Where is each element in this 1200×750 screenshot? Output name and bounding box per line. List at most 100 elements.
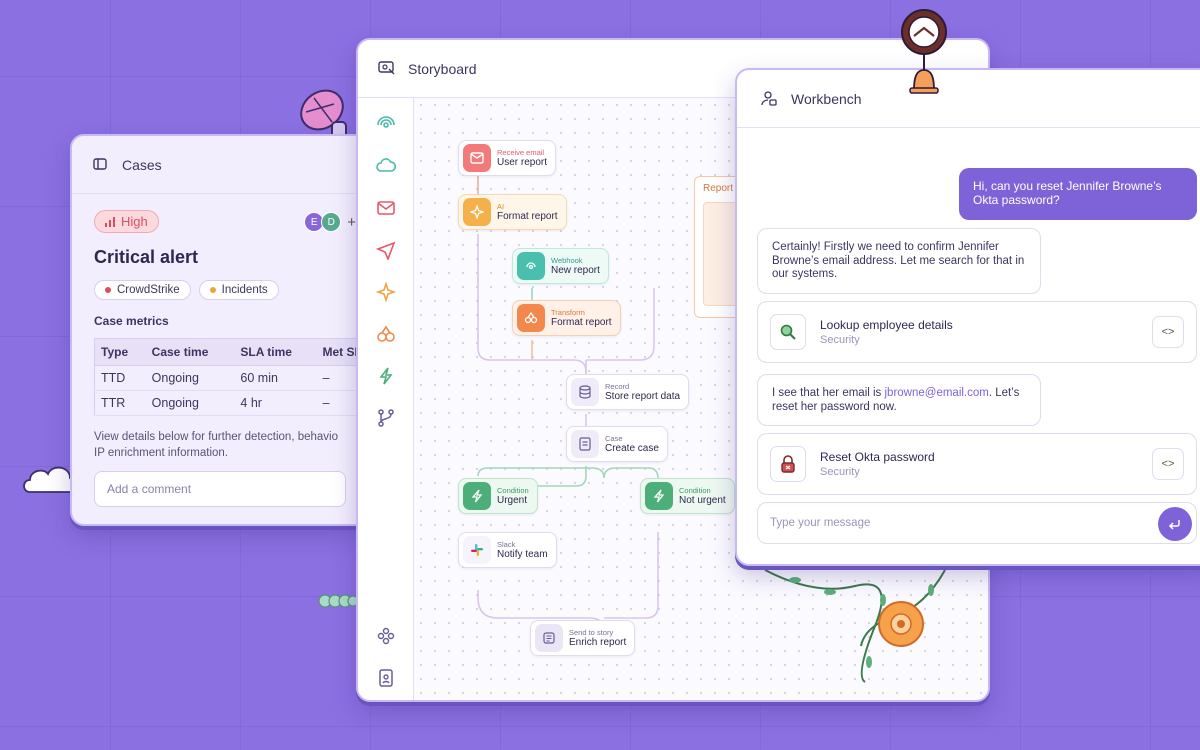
condition-icon — [645, 482, 673, 510]
return-icon — [1168, 520, 1180, 530]
email-icon[interactable] — [376, 198, 396, 218]
cases-window: Cases High E D + Critical alert CrowdStr… — [70, 134, 370, 526]
transform-icon — [517, 304, 545, 332]
report-form-label: Report form — [703, 183, 756, 194]
cloud-icon[interactable] — [376, 156, 396, 176]
action-category: Security — [820, 334, 860, 346]
group-icon[interactable] — [376, 626, 396, 646]
search-icon — [770, 314, 806, 350]
action-category: Security — [820, 466, 860, 478]
table-cell: 4 hr — [234, 390, 317, 416]
node-type: Receive email — [497, 147, 545, 157]
node-name: Enrich report — [569, 636, 627, 648]
case-title: Critical alert — [94, 247, 199, 267]
action-rail — [358, 98, 414, 700]
code-button[interactable]: <> — [1152, 316, 1184, 348]
metrics-heading: Case metrics — [94, 314, 169, 328]
node-type: Slack — [497, 539, 516, 549]
transform-icon[interactable] — [376, 324, 396, 344]
workbench-icon — [761, 90, 779, 108]
tag-crowdstrike[interactable]: CrowdStrike — [94, 280, 191, 300]
node-name: Format report — [497, 210, 558, 222]
node-type: Webhook — [551, 255, 583, 265]
git-branch-icon[interactable] — [376, 408, 396, 428]
webhook-icon[interactable] — [376, 114, 396, 134]
priority-badge[interactable]: High — [94, 210, 159, 233]
assignees: E D + — [304, 212, 356, 232]
node-type: AI — [497, 201, 505, 211]
table-cell: 60 min — [234, 365, 317, 391]
send-icon[interactable] — [376, 240, 396, 260]
bot-message: Certainly! Firstly we need to confirm Je… — [757, 228, 1041, 294]
description-line: View details below for further detection… — [94, 431, 338, 443]
case-metrics-table: Type Case time SLA time Met SL TTD Ongoi… — [94, 338, 368, 416]
tag-dot — [105, 287, 111, 293]
avatar[interactable]: D — [321, 212, 342, 232]
cases-title: Cases — [122, 156, 162, 173]
node-name: Create case — [605, 442, 659, 454]
message-text: I see that her email is — [772, 387, 885, 399]
cases-header: Cases — [72, 136, 368, 194]
code-button[interactable]: <> — [1152, 448, 1184, 480]
node-name: Not urgent — [679, 494, 726, 506]
document-icon[interactable] — [376, 668, 396, 688]
table-row: TTR Ongoing 4 hr – — [94, 390, 368, 416]
node-name: New report — [551, 264, 600, 276]
email-icon — [463, 144, 491, 172]
table-row: TTD Ongoing 60 min – — [94, 365, 368, 391]
table-header-row: Type Case time SLA time Met SL — [94, 338, 368, 366]
node-type: Condition — [497, 485, 529, 495]
action-name: Reset Okta password — [820, 450, 935, 464]
case-icon — [571, 430, 599, 458]
ai-icon[interactable] — [376, 282, 396, 302]
storyboard-title: Storyboard — [408, 60, 477, 77]
bell-icon — [901, 9, 947, 94]
table-cell: TTR — [94, 390, 146, 416]
description-line: IP enrichment information. — [94, 446, 229, 459]
node-type: Send to story — [569, 627, 614, 637]
comment-input[interactable]: Add a comment — [94, 471, 346, 508]
workbench-window: Workbench Hi, can you reset Jennifer Bro… — [735, 68, 1200, 566]
node-name: Store report data — [605, 390, 681, 402]
bot-message: I see that her email is jbrowne@email.co… — [757, 374, 1041, 426]
node-type: Record — [605, 381, 630, 391]
condition-icon[interactable] — [376, 366, 396, 386]
node-name: User report — [497, 156, 548, 168]
email-link[interactable]: jbrowne@email.com — [884, 387, 989, 399]
story-icon — [535, 624, 563, 652]
condition-icon — [463, 482, 491, 510]
table-cell: Ongoing — [145, 390, 235, 416]
lock-icon — [770, 446, 806, 482]
add-assignee-button[interactable]: + — [347, 213, 356, 231]
bar-chart-icon — [105, 216, 115, 227]
column-header: Type — [94, 338, 146, 366]
slack-icon — [463, 536, 491, 564]
action-lookup-employee[interactable]: Lookup employee details Security <> — [757, 301, 1197, 363]
node-type: Case — [605, 433, 623, 443]
workbench-header: Workbench — [737, 70, 1200, 128]
workbench-title: Workbench — [791, 90, 862, 107]
vine-icon — [764, 569, 946, 683]
column-header: Case time — [145, 338, 235, 366]
send-button[interactable] — [1158, 507, 1192, 541]
cases-icon — [92, 156, 110, 174]
action-reset-okta-password[interactable]: Reset Okta password Security <> — [757, 433, 1197, 495]
tag-label: Incidents — [221, 284, 268, 296]
message-text: . Let’s reset her password now. — [772, 387, 1020, 413]
message-input[interactable]: Type your message — [757, 502, 1197, 544]
node-name: Notify team — [497, 548, 548, 560]
table-cell: TTD — [94, 365, 146, 391]
tag-incidents[interactable]: Incidents — [198, 280, 279, 300]
case-tags: CrowdStrike Incidents — [94, 280, 346, 300]
user-message: Hi, can you reset Jennifer Browne’s Okta… — [959, 168, 1197, 220]
